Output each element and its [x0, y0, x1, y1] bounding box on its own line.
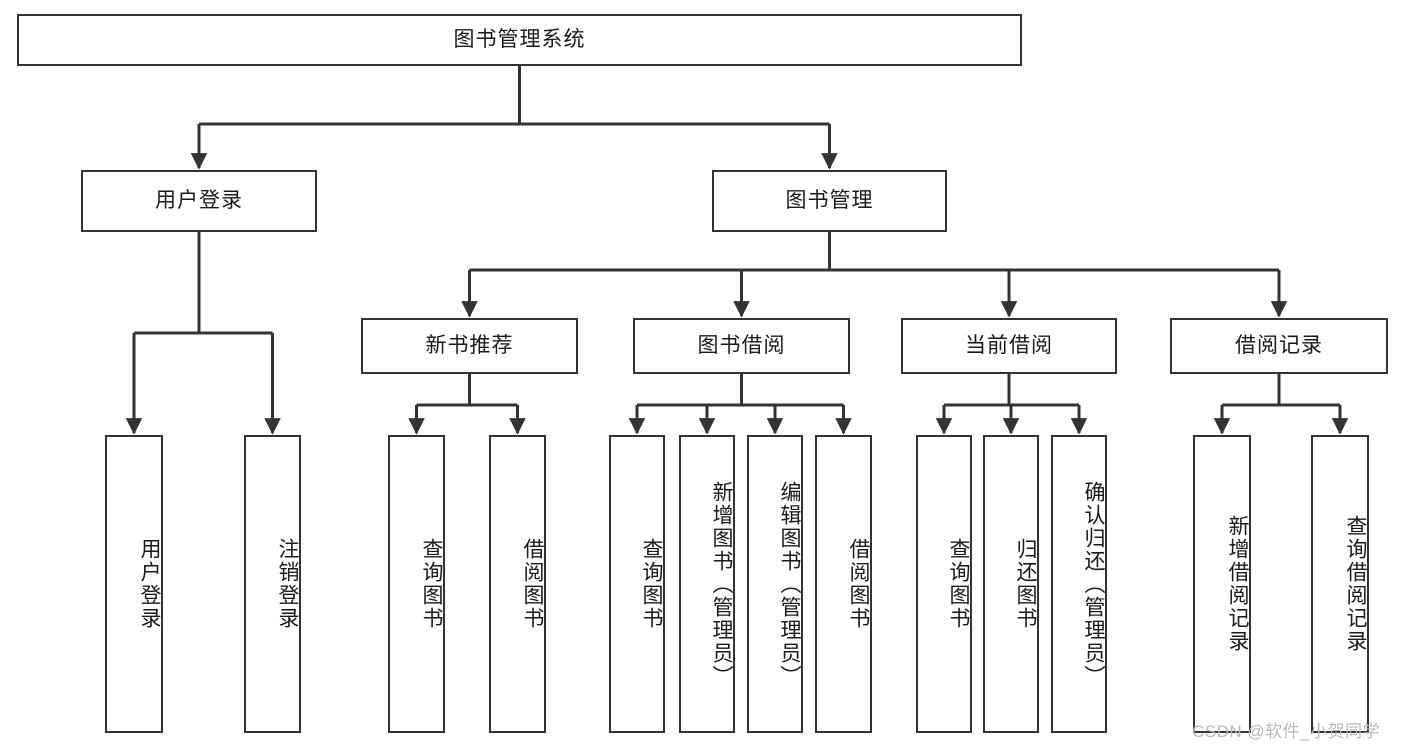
node-label: 新增借阅记录 [1226, 515, 1249, 653]
node-leaf-user-logout[interactable]: 注销登录 [244, 435, 301, 733]
node-label: 借阅图书 [847, 538, 870, 630]
node-new-book-rec[interactable]: 新书推荐 [361, 318, 578, 374]
node-label: 新书推荐 [425, 334, 514, 358]
node-label: 新增图书（管理员） [710, 480, 733, 688]
node-label: 查询图书 [420, 538, 443, 630]
node-label: 当前借阅 [965, 334, 1053, 358]
node-leaf-user-login[interactable]: 用户登录 [105, 435, 163, 733]
node-leaf-borrow-query[interactable]: 查询图书 [609, 435, 665, 733]
node-book-borrow[interactable]: 图书借阅 [633, 318, 850, 374]
node-leaf-borrow-do[interactable]: 借阅图书 [815, 435, 872, 733]
node-user-login[interactable]: 用户登录 [81, 170, 317, 232]
node-leaf-cur-confirm[interactable]: 确认归还（管理员） [1051, 435, 1107, 733]
node-label: 查询图书 [947, 538, 970, 630]
node-current-borrow[interactable]: 当前借阅 [901, 318, 1117, 374]
node-root[interactable]: 图书管理系统 [17, 14, 1022, 66]
node-label: 借阅图书 [521, 538, 544, 630]
node-leaf-rec-add[interactable]: 新增借阅记录 [1193, 435, 1251, 733]
node-label: 编辑图书（管理员） [778, 480, 801, 688]
node-label: 用户登录 [155, 189, 243, 213]
node-leaf-rec-borrow[interactable]: 借阅图书 [489, 435, 546, 733]
node-label: 注销登录 [276, 538, 299, 630]
node-label: 借阅记录 [1235, 334, 1323, 358]
node-leaf-rec-query[interactable]: 查询图书 [388, 435, 445, 733]
node-label: 图书管理系统 [453, 28, 586, 52]
node-label: 查询借阅记录 [1344, 515, 1367, 653]
node-label: 用户登录 [138, 538, 161, 630]
csdn-watermark: CSDN @软件_小贺同学 [1192, 722, 1381, 741]
node-leaf-borrow-add[interactable]: 新增图书（管理员） [679, 435, 735, 733]
node-label: 归还图书 [1014, 538, 1037, 630]
node-leaf-cur-return[interactable]: 归还图书 [983, 435, 1039, 733]
node-label: 确认归还（管理员） [1082, 480, 1105, 688]
node-book-manage[interactable]: 图书管理 [712, 170, 947, 232]
node-borrow-record[interactable]: 借阅记录 [1170, 318, 1388, 374]
node-label: 图书借阅 [697, 334, 786, 358]
node-label: 查询图书 [640, 538, 663, 630]
node-label: 图书管理 [785, 189, 874, 213]
node-leaf-rec-search[interactable]: 查询借阅记录 [1311, 435, 1369, 733]
node-leaf-borrow-edit[interactable]: 编辑图书（管理员） [747, 435, 803, 733]
node-leaf-cur-query[interactable]: 查询图书 [916, 435, 972, 733]
